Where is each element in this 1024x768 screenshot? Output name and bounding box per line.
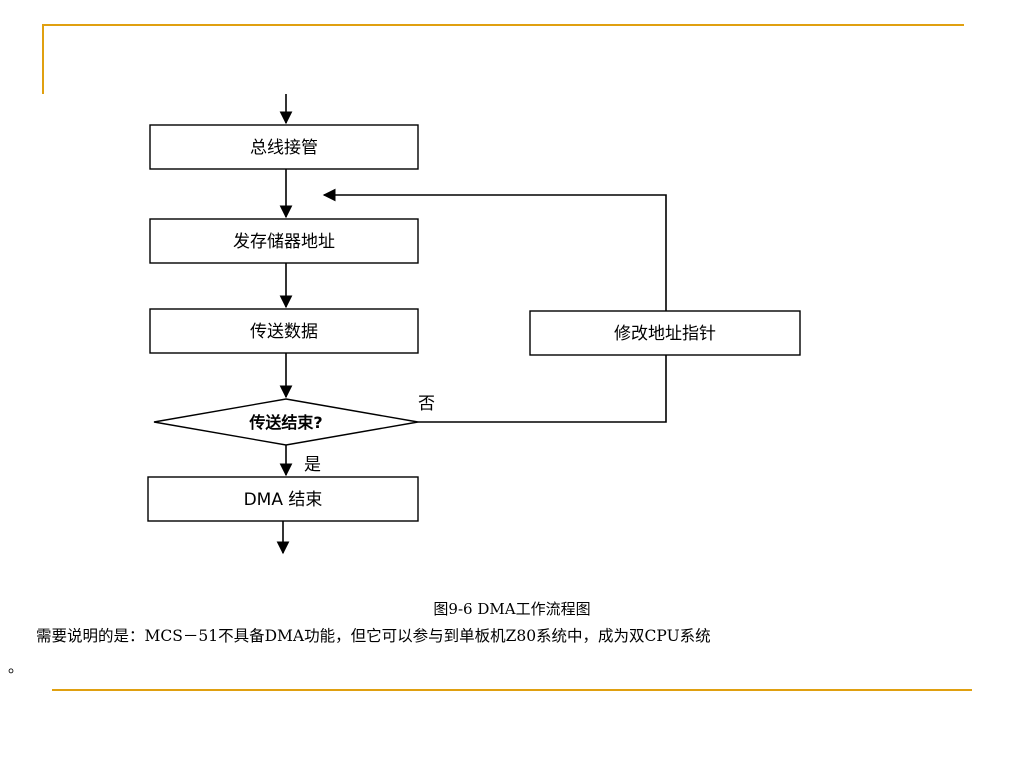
- node-send-address-label: 发存储器地址: [233, 232, 335, 252]
- node-modify-pointer-box: [529, 310, 801, 356]
- node-bus-takeover-box: [149, 124, 419, 170]
- node-bus-takeover-label: 总线接管: [250, 138, 318, 158]
- branch-yes-label: 是: [304, 455, 321, 475]
- loop-no-branch-line: [418, 355, 667, 423]
- node-dma-end-label: DMA 结束: [244, 490, 323, 510]
- note-text: 需要说明的是：MCS－51不具备DMA功能，但它可以参与到单板机Z80系统中，成…: [36, 627, 711, 645]
- node-transfer-done-label: 传送结束?: [248, 413, 322, 432]
- node-transfer-data-label: 传送数据: [250, 322, 318, 342]
- bottom-accent-line: [52, 689, 972, 691]
- node-modify-pointer-label: 修改地址指针: [614, 324, 716, 344]
- loop-return-line: [322, 188, 667, 311]
- note-text-end: 。: [8, 658, 24, 676]
- figure-caption: 图9-6 DMA工作流程图: [433, 600, 591, 618]
- node-dma-end-box: [147, 476, 419, 522]
- top-accent-line: [42, 24, 964, 26]
- node-send-address-box: [149, 218, 419, 264]
- left-accent-line: [42, 24, 44, 94]
- node-transfer-data-box: [149, 308, 419, 354]
- dma-flowchart: 总线接管 发存储器地址 传送数据 传送结束? 否 修改地址指针 是 DMA 结束: [147, 94, 801, 555]
- branch-no-label: 否: [418, 394, 435, 414]
